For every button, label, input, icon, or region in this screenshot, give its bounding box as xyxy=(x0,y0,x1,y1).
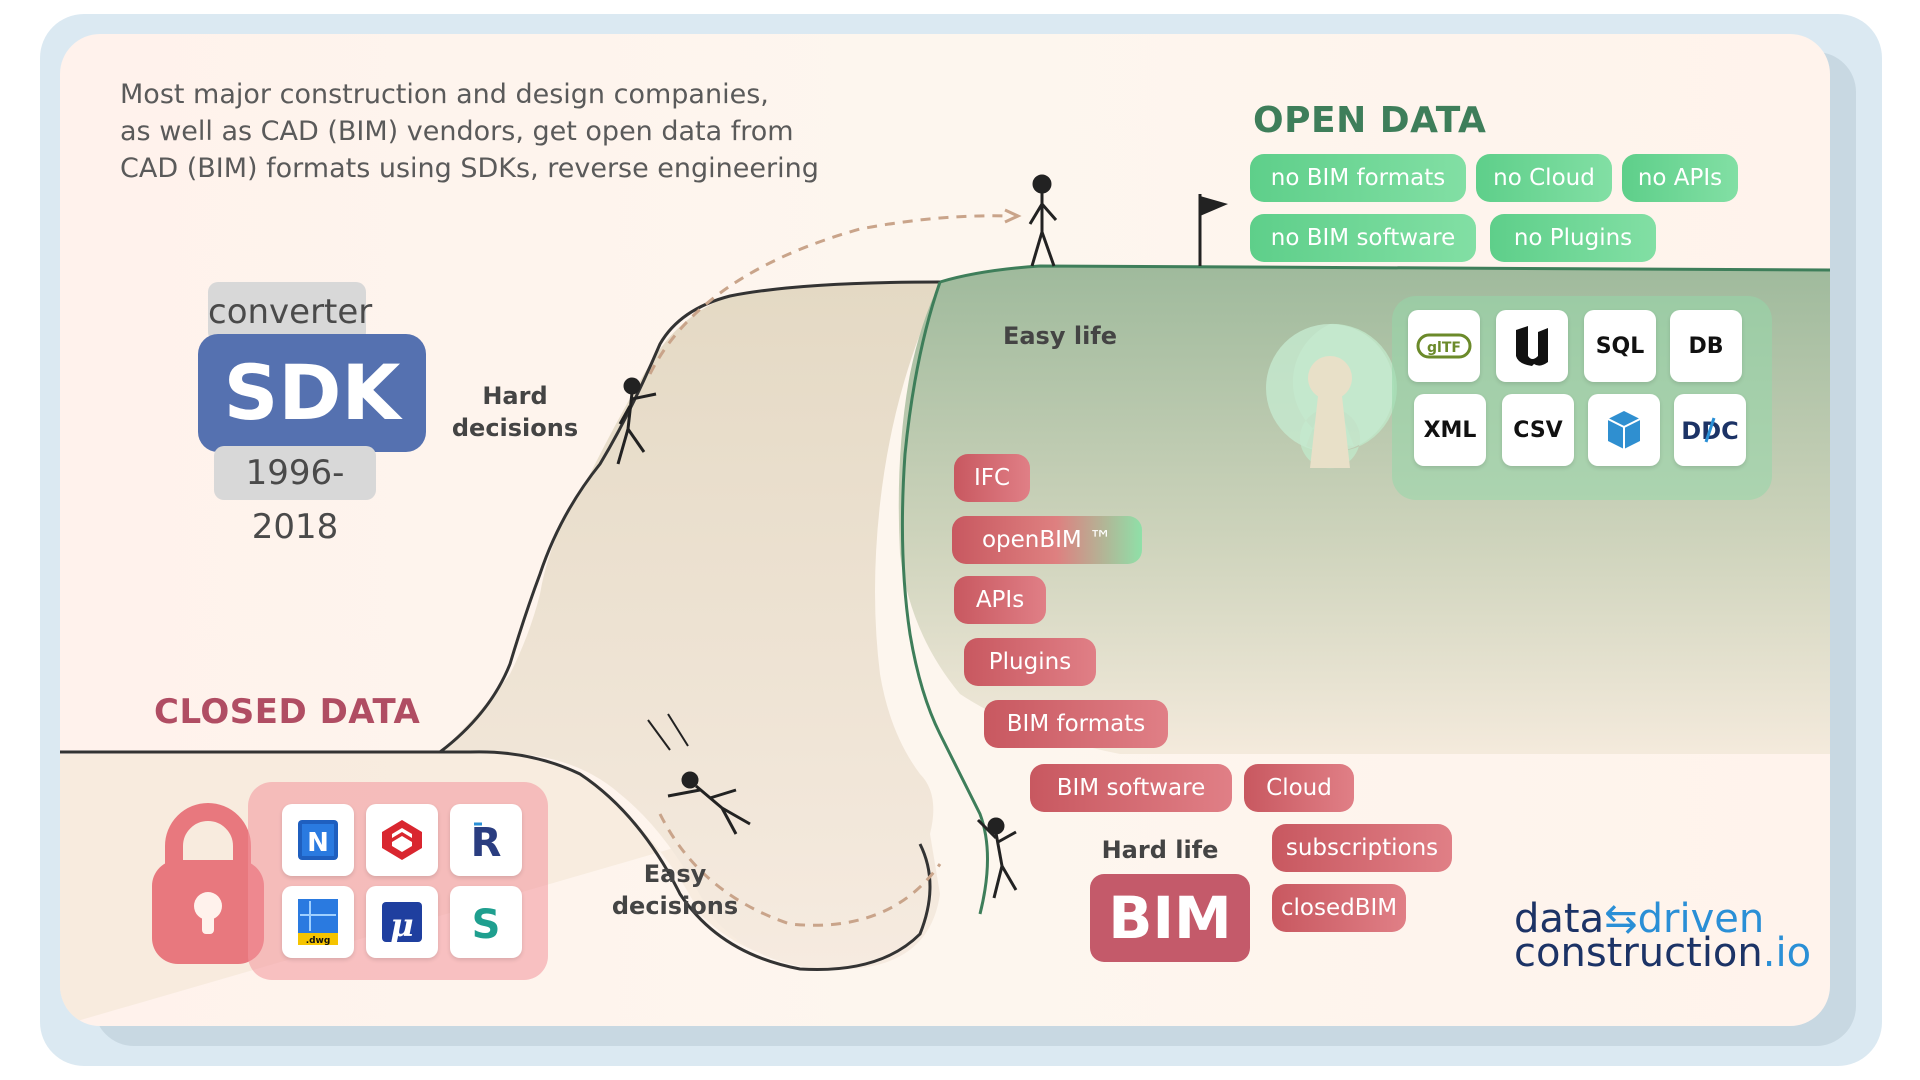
svg-text:R: R xyxy=(471,820,502,864)
label-line: Easy xyxy=(643,860,707,888)
ddc-logo-icon: DDC xyxy=(1674,394,1746,466)
svg-text:glTF: glTF xyxy=(1427,340,1461,356)
flag xyxy=(1200,196,1228,216)
closed-data-title: CLOSED DATA xyxy=(154,692,421,732)
unreal-engine-icon xyxy=(1496,310,1568,382)
tag-closedbim: closedBIM xyxy=(1272,884,1406,932)
hard-decisions-label: Hard decisions xyxy=(440,380,590,444)
microstation-icon: μ xyxy=(366,886,438,958)
db-icon: DB xyxy=(1670,310,1742,382)
svg-text:S: S xyxy=(472,902,501,946)
tag-cloud: Cloud xyxy=(1244,764,1354,812)
tag-no-plugins: no Plugins xyxy=(1490,214,1656,262)
brand-line-1: data⇆driven xyxy=(1514,899,1811,939)
open-data-title: OPEN DATA xyxy=(1253,100,1487,141)
svg-text:μ: μ xyxy=(390,906,413,944)
tag-no-apis: no APIs xyxy=(1622,154,1738,202)
dwg-file-icon: .dwg xyxy=(282,886,354,958)
sdk-converter-label: converter xyxy=(208,282,372,342)
tag-ifc: IFC xyxy=(954,454,1030,502)
revit-red-logo-icon xyxy=(366,804,438,876)
open-formats-grid: glTF SQL DB XML CSV DDC xyxy=(1392,296,1772,500)
label-line: Hard xyxy=(482,382,548,410)
figure-climber xyxy=(616,377,657,465)
svg-text:.dwg: .dwg xyxy=(306,936,331,946)
ground-line xyxy=(60,750,932,972)
hard-life-label: Hard life xyxy=(1101,836,1219,864)
tag-no-cloud: no Cloud xyxy=(1476,154,1612,202)
gltf-icon: glTF xyxy=(1408,310,1480,382)
easy-decisions-label: Easy decisions xyxy=(600,858,750,922)
lock-icon xyxy=(152,803,264,964)
sdk-badge: SDK xyxy=(198,334,426,452)
middle-hill xyxy=(440,281,940,970)
open-source-keyhole-icon xyxy=(1266,323,1397,469)
csv-icon: CSV xyxy=(1502,394,1574,466)
brand-word: .io xyxy=(1762,930,1812,976)
sql-icon: SQL xyxy=(1584,310,1656,382)
hill-outline xyxy=(439,280,941,754)
slide-card: Most major construction and design compa… xyxy=(60,34,1830,1026)
label-line: decisions xyxy=(611,892,739,920)
xml-icon: XML xyxy=(1414,394,1486,466)
intro-line: as well as CAD (BIM) vendors, get open d… xyxy=(120,116,794,147)
tag-apis: APIs xyxy=(954,576,1046,624)
intro-text: Most major construction and design compa… xyxy=(120,76,840,187)
figure-sliding xyxy=(647,713,751,835)
figure-top xyxy=(1028,174,1058,267)
plateau-outline xyxy=(939,264,1830,284)
brand-word: construction xyxy=(1514,930,1763,976)
fall-arc xyxy=(658,813,942,927)
brand-word: driven xyxy=(1637,896,1765,942)
sketchup-s-icon: S xyxy=(450,886,522,958)
tag-subscriptions: subscriptions xyxy=(1272,824,1452,872)
easy-life-label: Easy life xyxy=(1002,322,1118,350)
intro-line: CAD (BIM) formats using SDKs, reverse en… xyxy=(120,153,819,184)
figure-hanging xyxy=(976,817,1018,899)
tag-bim-formats: BIM formats xyxy=(984,700,1168,748)
brand-arrows-icon: ⇆ xyxy=(1604,896,1638,942)
brand-logo: data⇆driven construction.io xyxy=(1514,899,1811,973)
brand-line-2: construction.io xyxy=(1514,933,1811,973)
tag-openbim: openBIM ™ xyxy=(952,516,1142,564)
cube-format-icon xyxy=(1588,394,1660,466)
revit-icon: R xyxy=(450,804,522,876)
svg-text:N: N xyxy=(307,828,329,858)
brand-word: data xyxy=(1514,896,1605,942)
closed-apps-grid: N R .dwg μ S xyxy=(248,782,548,980)
jump-arc xyxy=(648,214,1011,375)
tag-no-bim-software: no BIM software xyxy=(1250,214,1476,262)
tag-bim-software: BIM software xyxy=(1030,764,1232,812)
tag-no-bim-formats: no BIM formats xyxy=(1250,154,1466,202)
navisworks-icon: N xyxy=(282,804,354,876)
bim-badge: BIM xyxy=(1090,874,1250,962)
intro-line: Most major construction and design compa… xyxy=(120,79,769,110)
tag-plugins: Plugins xyxy=(964,638,1096,686)
sdk-years: 1996-2018 xyxy=(214,446,376,547)
label-line: decisions xyxy=(451,414,579,442)
cliff-outline xyxy=(900,281,989,915)
